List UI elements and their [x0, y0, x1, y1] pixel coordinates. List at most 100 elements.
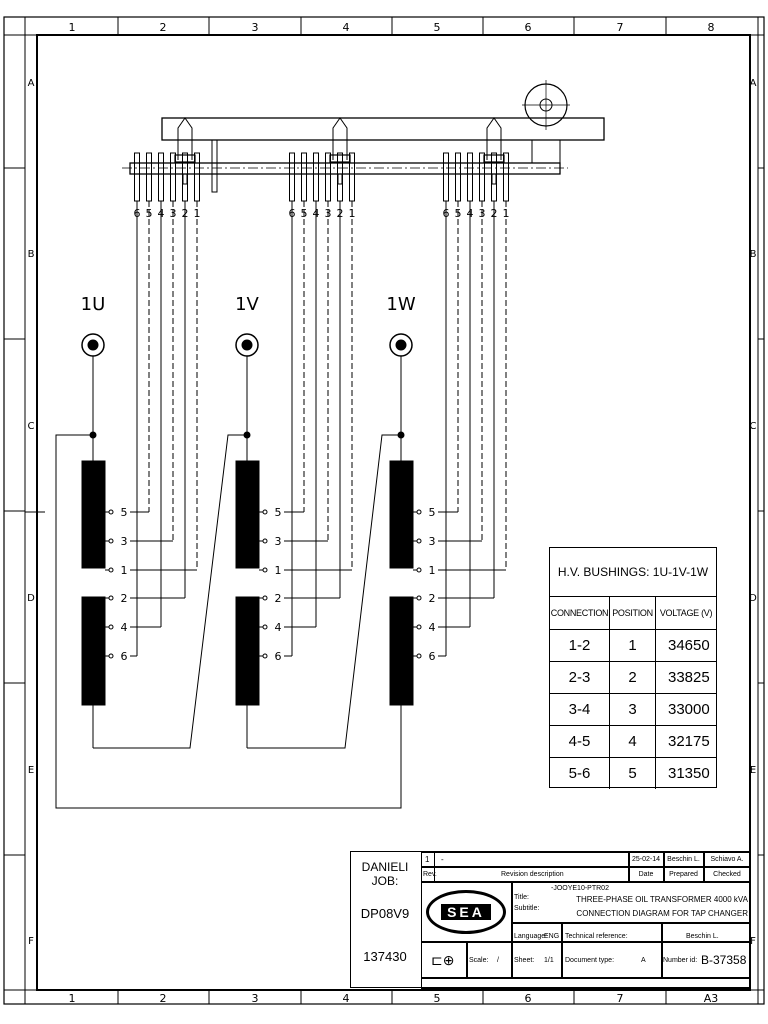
row-label-right: C — [750, 421, 757, 432]
tap-label: 5 — [429, 506, 436, 519]
cell-voltage: 31350 — [668, 765, 710, 782]
tap-terminal — [416, 567, 422, 573]
rev-desc-header: Revision description — [501, 871, 564, 878]
language-value: ENG — [544, 933, 560, 940]
terminal-label-1V: 1V — [235, 294, 259, 315]
tap-label: 5 — [121, 506, 128, 519]
tap-terminal — [108, 509, 114, 515]
cell-connection: 2-3 — [550, 662, 610, 693]
drawing-subtitle: CONNECTION DIAGRAM FOR TAP CHANGER — [576, 909, 748, 918]
column-label: 7 — [617, 21, 624, 34]
tap-label: 1 — [121, 564, 128, 577]
cell-connection: 4-5 — [550, 726, 610, 757]
column-label-bottom: 4 — [343, 992, 350, 1005]
shaft — [129, 162, 561, 175]
column-label-bottom: 7 — [617, 992, 624, 1005]
column-label-bottom: 6 — [525, 992, 532, 1005]
tech-ref-value: Beschin L. — [686, 933, 719, 940]
checked-header: Checked — [713, 871, 741, 878]
column-label-bottom: A3 — [704, 992, 719, 1005]
selector-block — [483, 154, 505, 163]
header-position: POSITION — [610, 597, 656, 629]
tap-label: 4 — [121, 621, 128, 634]
tap-terminal — [416, 653, 422, 659]
info-row — [421, 942, 751, 978]
title-area — [421, 882, 751, 942]
tap-terminal — [262, 595, 268, 601]
cell-position: 3 — [610, 694, 656, 725]
div — [663, 852, 665, 882]
bushings-table: H.V. BUSHINGS: 1U-1V-1W CONNECTION POSIT… — [549, 547, 717, 789]
tap-terminal — [262, 509, 268, 515]
contact-pin — [146, 152, 152, 202]
cell-voltage: 33000 — [668, 701, 710, 718]
rev-desc: - — [441, 855, 444, 864]
tap-terminal — [416, 595, 422, 601]
tap-terminal — [262, 567, 268, 573]
row-label: B — [28, 249, 35, 260]
row-label: E — [28, 765, 34, 776]
tap-label: 6 — [275, 650, 282, 663]
subtitle-label: Subtitle: — [514, 905, 540, 912]
language-label: Language: — [514, 933, 548, 940]
column-label: 3 — [252, 21, 259, 34]
winding-lower — [81, 596, 106, 706]
cell-voltage: 34650 — [668, 637, 710, 654]
div — [703, 852, 705, 882]
title-label: Title: — [514, 894, 529, 901]
div — [466, 942, 468, 978]
tap-label: 6 — [429, 650, 436, 663]
row-label-right: A — [750, 78, 757, 89]
doc-type-label: Document type: — [565, 957, 615, 964]
bushing-terminal-center — [395, 339, 407, 351]
tap-label: 2 — [121, 592, 128, 605]
delta-connection — [93, 434, 247, 749]
winding-lower — [235, 596, 260, 706]
terminal-label-1W: 1W — [386, 294, 415, 315]
tap-label: 3 — [275, 535, 282, 548]
div — [628, 852, 630, 882]
cell-position: 5 — [610, 758, 656, 789]
row-label-right: E — [750, 765, 756, 776]
sheet-value: 1/1 — [544, 957, 554, 964]
header-voltage: VOLTAGE (V) — [659, 608, 713, 618]
company-logo: SEA — [426, 890, 506, 934]
selector-arm — [486, 117, 502, 160]
logo-text: SEA — [441, 904, 491, 920]
selector-pin — [337, 173, 343, 185]
contact-pin — [443, 152, 449, 202]
tap-terminal — [108, 624, 114, 630]
delta-connection — [247, 434, 401, 749]
tap-terminal — [108, 653, 114, 659]
row-label: F — [28, 936, 34, 947]
div — [561, 942, 563, 978]
number-label: Number id: — [663, 957, 698, 964]
tap-label: 4 — [429, 621, 436, 634]
column-label: 8 — [708, 21, 715, 34]
bushing-terminal-center — [87, 339, 99, 351]
tap-terminal — [416, 538, 422, 544]
tap-terminal — [108, 567, 114, 573]
column-label-bottom: 2 — [160, 992, 167, 1005]
tap-label: 1 — [429, 564, 436, 577]
tap-terminal — [262, 624, 268, 630]
tap-terminal — [416, 509, 422, 515]
cell-connection: 5-6 — [550, 758, 610, 789]
row-label-right: F — [750, 936, 756, 947]
disclaimer-row — [421, 978, 751, 989]
sheet-label: Sheet: — [514, 957, 535, 964]
prepared-by: Beschin L. — [667, 856, 700, 863]
table-header: CONNECTION POSITION VOLTAGE (V) — [550, 597, 716, 630]
prepared-header: Prepared — [669, 871, 698, 878]
tap-label: 3 — [121, 535, 128, 548]
selector-arm — [332, 117, 348, 160]
rev-value: 1 — [425, 855, 430, 864]
column-label: 2 — [160, 21, 167, 34]
contact-pin — [313, 152, 319, 202]
column-label: 6 — [525, 21, 532, 34]
column-label: 4 — [343, 21, 350, 34]
